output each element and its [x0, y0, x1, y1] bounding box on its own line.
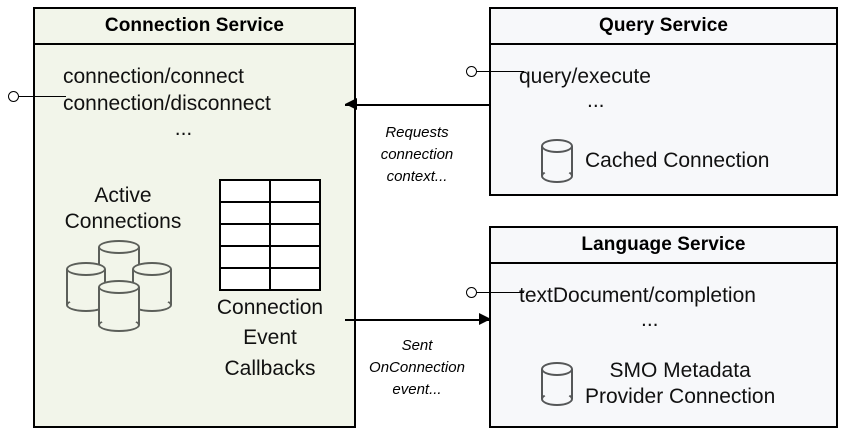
smo-metadata-label-line1: SMO Metadata	[609, 359, 751, 382]
provided-interface-lollipop-language[interactable]	[466, 284, 524, 300]
language-service-body: textDocument/completion ... SMO Metadata…	[491, 266, 836, 426]
table-row	[219, 201, 321, 225]
component-language-service[interactable]: Language Service textDocument/completion…	[489, 226, 838, 428]
operation-connection-connect[interactable]: connection/connect	[63, 65, 244, 88]
lollipop-circle-icon	[466, 65, 477, 77]
cylinder-icon-front	[98, 280, 140, 333]
query-service-ellipsis: ...	[587, 89, 605, 113]
arrow-line	[345, 319, 491, 321]
active-connections-label-line2: Connections	[64, 209, 182, 233]
table-grid-icon	[219, 179, 321, 291]
cylinder-icon	[541, 361, 573, 406]
query-service-operations: query/execute ...	[519, 63, 828, 112]
arrow-requests-label-line1: Requests	[385, 124, 449, 141]
table-row	[219, 245, 321, 269]
language-service-ellipsis: ...	[641, 308, 659, 332]
language-service-title: Language Service	[581, 234, 746, 255]
cached-connection-label: Cached Connection	[585, 149, 770, 173]
cached-connection-row: Cached Connection	[541, 139, 769, 183]
arrow-sent-label: Sent OnConnection event...	[352, 335, 482, 400]
language-service-header: Language Service	[491, 228, 836, 264]
arrow-line	[345, 104, 491, 106]
active-connections-label-line1: Active	[94, 184, 152, 207]
table-row	[219, 223, 321, 247]
active-connections-block: Active Connections	[49, 183, 197, 333]
component-query-service[interactable]: Query Service query/execute ... Cached C…	[489, 7, 838, 196]
component-connection-service[interactable]: Connection Service connection/connect co…	[33, 7, 356, 428]
connection-service-header: Connection Service	[35, 9, 354, 45]
arrow-sent-label-line1: Sent	[401, 337, 433, 354]
callbacks-label-line2: Event	[243, 326, 297, 350]
arrow-sent-label-line3: event...	[392, 380, 442, 398]
multi-cylinder-icon	[64, 240, 182, 333]
lollipop-stem	[19, 95, 66, 97]
connection-service-operations: connection/connect connection/disconnect…	[63, 63, 346, 140]
query-service-header: Query Service	[491, 9, 836, 45]
lollipop-stem	[477, 70, 524, 72]
connection-service-ellipsis: ...	[174, 116, 193, 140]
query-service-body: query/execute ... Cached Connection	[491, 47, 836, 194]
connection-event-callbacks-block: Connection Event Callbacks	[195, 179, 345, 382]
provided-interface-lollipop-query[interactable]	[466, 63, 524, 79]
callbacks-label-line1: Connection	[216, 296, 324, 319]
connection-service-title: Connection Service	[104, 15, 285, 36]
operation-query-execute[interactable]: query/execute	[519, 65, 651, 88]
arrow-head-right-icon	[479, 313, 491, 325]
arrow-head-left-icon	[345, 98, 357, 110]
provided-interface-lollipop-connection[interactable]	[8, 88, 66, 104]
operation-textdocument-completion[interactable]: textDocument/completion	[519, 284, 756, 307]
operation-connection-disconnect[interactable]: connection/disconnect	[63, 92, 271, 116]
smo-metadata-provider-label: SMO Metadata Provider Connection	[585, 358, 775, 409]
table-row	[219, 179, 321, 203]
arrow-sent-label-line2: OnConnection	[369, 358, 465, 376]
lollipop-circle-icon	[466, 286, 477, 298]
arrow-sent-onconnection-event	[345, 311, 491, 329]
arrow-requests-label: Requests connection context...	[352, 122, 482, 187]
query-service-title: Query Service	[598, 15, 729, 36]
connection-service-body: connection/connect connection/disconnect…	[35, 47, 354, 426]
smo-metadata-label-line2: Provider Connection	[585, 384, 776, 408]
language-service-operations: textDocument/completion ...	[519, 282, 828, 331]
arrow-requests-label-line3: context...	[386, 167, 448, 185]
lollipop-stem	[477, 291, 524, 293]
table-row	[219, 267, 321, 291]
lollipop-circle-icon	[8, 90, 19, 102]
smo-metadata-provider-row: SMO Metadata Provider Connection	[541, 358, 775, 409]
cylinder-icon	[541, 139, 573, 183]
arrow-requests-connection-context	[345, 96, 491, 114]
callbacks-label-line3: Callbacks	[224, 356, 316, 380]
arrow-requests-label-line2: connection	[380, 145, 454, 163]
